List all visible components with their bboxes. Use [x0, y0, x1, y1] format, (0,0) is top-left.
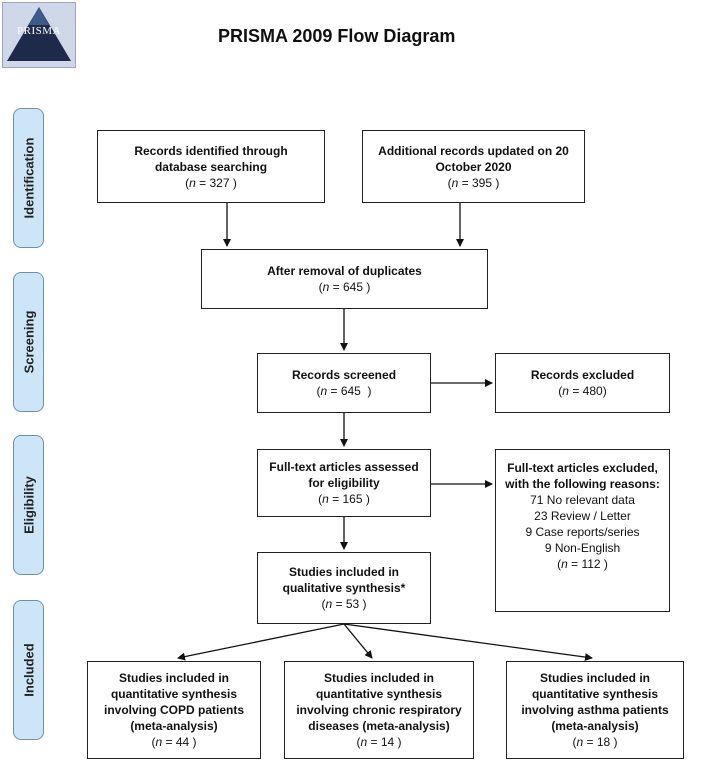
box-text: Studies included in: [323, 671, 434, 685]
box-text: quantitative synthesis: [110, 687, 238, 701]
box-text: Full-text articles assessed: [269, 460, 419, 474]
exclusion-reason: 71 No relevant data: [530, 493, 635, 507]
box-text: with the following reasons:: [505, 477, 660, 491]
box-fulltext-excluded: Full-text articles excluded, with the fo…: [495, 449, 670, 612]
logo-text: PRISMA: [17, 25, 61, 37]
box-count: (n = 18 ): [572, 735, 618, 749]
box-text: for eligibility: [308, 476, 380, 490]
box-text: involving chronic respiratory: [296, 703, 462, 717]
box-text: quantitative synthesis: [531, 687, 659, 701]
box-fulltext-assessed: Full-text articles assessed for eligibil…: [257, 449, 431, 517]
exclusion-reason: 9 Non-English: [544, 541, 621, 555]
arrow-qualitative-to-chronic: [343, 623, 373, 659]
box-count: (n = 112 ): [557, 557, 608, 571]
box-copd-synthesis: Studies included in quantitative synthes…: [87, 661, 261, 759]
box-count: (n = 645 ): [318, 280, 371, 294]
box-qualitative-synthesis: Studies included in qualitative synthesi…: [257, 552, 431, 624]
box-records-screened: Records screened (n = 645 ): [257, 353, 431, 413]
box-count: (n = 165 ): [318, 492, 370, 506]
stage-screening: Screening: [13, 272, 44, 412]
box-records-excluded: Records excluded (n = 480): [495, 353, 670, 413]
box-text: Studies included in: [118, 671, 229, 685]
stage-eligibility: Eligibility: [13, 435, 44, 575]
stage-included: Included: [13, 600, 44, 740]
box-text: Records excluded: [530, 368, 635, 382]
box-count: (n = 645 ): [316, 384, 372, 398]
box-additional-records: Additional records updated on 20 October…: [362, 130, 585, 203]
box-count: (n = 327 ): [185, 175, 237, 190]
box-count: (n = 53 ): [321, 597, 367, 611]
box-text: (meta-analysis): [551, 719, 639, 733]
box-text: involving COPD patients: [103, 703, 244, 717]
box-text: Records identified through: [134, 143, 288, 158]
box-count: (n = 480): [558, 384, 607, 398]
page-title: PRISMA 2009 Flow Diagram: [218, 26, 456, 46]
box-count: (n = 395 ): [447, 175, 500, 190]
box-text: Studies included in: [539, 671, 650, 685]
logo-triangle-graphic: [7, 7, 71, 61]
prisma-logo: PRISMA: [2, 2, 76, 68]
stage-identification: Identification: [13, 108, 44, 248]
box-asthma-synthesis: Studies included in quantitative synthes…: [506, 661, 684, 759]
box-text: qualitative synthesis*: [282, 581, 406, 595]
box-text: Full-text articles excluded,: [507, 461, 658, 475]
box-text: After removal of duplicates: [267, 264, 422, 278]
box-text: (meta-analysis): [130, 719, 218, 733]
arrow-qualitative-to-asthma: [343, 623, 593, 662]
exclusion-reason: 23 Review / Letter: [534, 509, 631, 523]
box-text: quantitative synthesis: [315, 687, 443, 701]
box-text: involving asthma patients: [521, 703, 669, 717]
box-count: (n = 44 ): [151, 735, 197, 749]
box-chronic-synthesis: Studies included in quantitative synthes…: [284, 661, 474, 759]
box-text: diseases (meta-analysis): [308, 719, 450, 733]
box-text: October 2020: [435, 159, 512, 174]
box-database-records: Records identified through database sear…: [97, 130, 325, 203]
box-after-duplicates: After removal of duplicates (n = 645 ): [201, 249, 488, 309]
box-text: database searching: [154, 159, 268, 174]
arrow-qualitative-to-copd: [177, 623, 345, 661]
box-count: (n = 14 ): [356, 735, 402, 749]
box-text: Additional records updated on 20: [378, 143, 569, 158]
box-text: Records screened: [291, 368, 397, 382]
exclusion-reason: 9 Case reports/series: [525, 525, 640, 539]
box-text: Studies included in: [288, 565, 399, 579]
